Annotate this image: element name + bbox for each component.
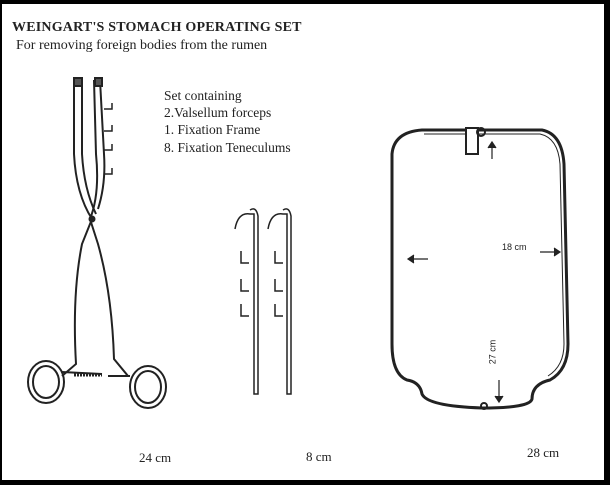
frame-height-label: 27 cm bbox=[487, 339, 498, 365]
teneculums-illustration bbox=[234, 208, 292, 395]
valsellum-forceps-illustration bbox=[27, 77, 167, 409]
frame-width-label: 18 cm bbox=[502, 242, 527, 252]
instrument-illustrations bbox=[27, 77, 570, 410]
fixation-frame-illustration bbox=[390, 127, 570, 410]
set-contents-heading: Set containing bbox=[164, 88, 242, 103]
teneculums-size-label: 8 cm bbox=[306, 449, 332, 464]
page-subtitle: For removing foreign bodies from the rum… bbox=[16, 38, 268, 53]
frame-size-label: 28 cm bbox=[527, 445, 560, 460]
page-title: WEINGART'S STOMACH OPERATING SET bbox=[12, 20, 302, 35]
set-contents-item: 1. Fixation Frame bbox=[164, 122, 261, 137]
set-contents-item: 8. Fixation Teneculums bbox=[164, 140, 291, 155]
dimension-arrows bbox=[406, 140, 562, 404]
catalog-page: WEINGART'S STOMACH OPERATING SET For rem… bbox=[2, 4, 604, 480]
forceps-size-label: 24 cm bbox=[139, 450, 172, 465]
set-contents-item: 2.Valsellum forceps bbox=[164, 105, 272, 120]
